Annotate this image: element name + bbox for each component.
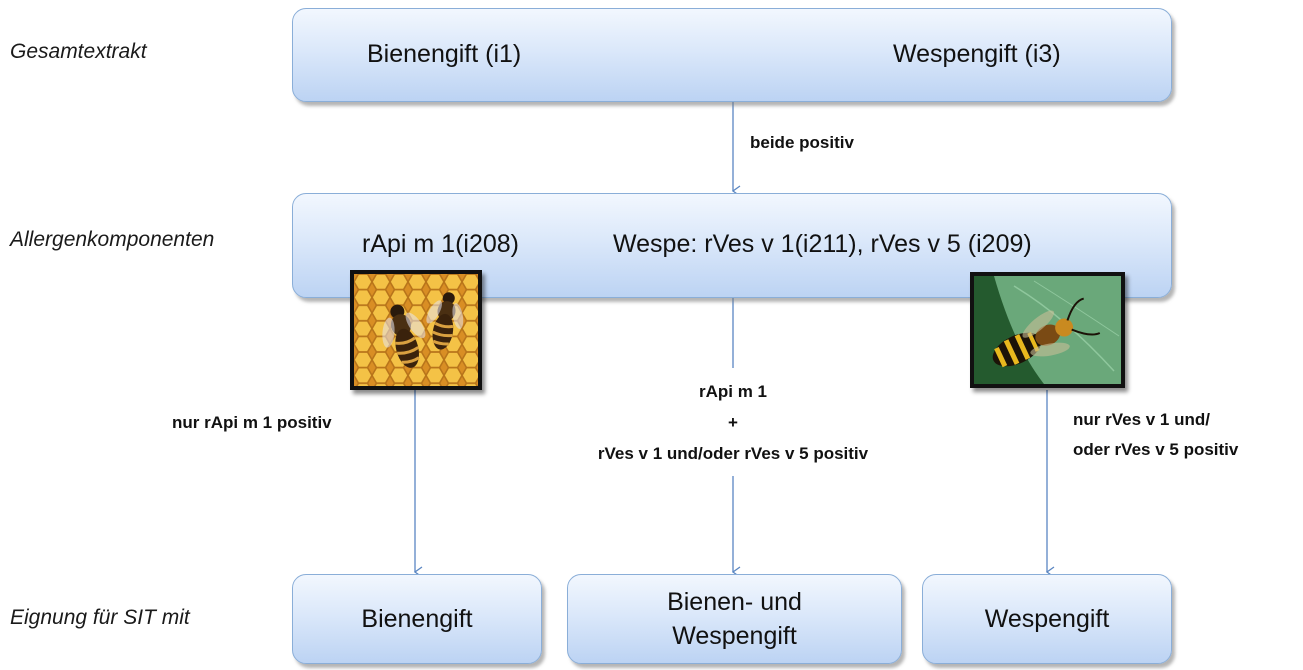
result-both-box: Bienen- und Wespengift	[567, 574, 902, 664]
condition-only-rapi: nur rApi m 1 positiv	[172, 413, 332, 432]
wasp-photo	[970, 272, 1125, 388]
condition-middle-plus: +	[728, 413, 738, 432]
result-bienengift-box: Bienengift	[292, 574, 542, 664]
wasp-icon	[974, 276, 1121, 384]
wespengift-i3-label: Wespengift (i3)	[893, 40, 1061, 68]
honeybee-photo	[350, 270, 482, 390]
result-both-line2: Wespengift	[672, 622, 797, 650]
condition-middle-line3: rVes v 1 und/oder rVes v 5 positiv	[597, 444, 869, 463]
result-both-line1: Bienen- und	[667, 588, 802, 616]
wasp-components-label: Wespe: rVes v 1(i211), rVes v 5 (i209)	[613, 230, 1032, 258]
condition-only-rves-line2: oder rVes v 5 positiv	[1073, 440, 1239, 459]
condition-only-rves-line1: nur rVes v 1 und/	[1073, 410, 1210, 429]
row-label-eignung: Eignung für SIT mit	[10, 606, 190, 629]
gesamtextrakt-box: Bienengift (i1) Wespengift (i3)	[292, 8, 1172, 102]
condition-both-positive: beide positiv	[750, 133, 854, 152]
row-label-allergenkomponenten: Allergenkomponenten	[10, 228, 215, 251]
rapi-m1-label: rApi m 1(i208)	[362, 230, 519, 258]
row-label-gesamtextrakt: Gesamtextrakt	[10, 40, 147, 63]
condition-middle-line1: rApi m 1	[698, 382, 768, 401]
honeybee-icon	[354, 274, 478, 386]
result-wespengift-label: Wespengift	[984, 605, 1110, 633]
bienengift-i1-label: Bienengift (i1)	[367, 40, 522, 68]
result-wespengift-box: Wespengift	[922, 574, 1172, 664]
result-bienengift-label: Bienengift	[361, 605, 473, 633]
